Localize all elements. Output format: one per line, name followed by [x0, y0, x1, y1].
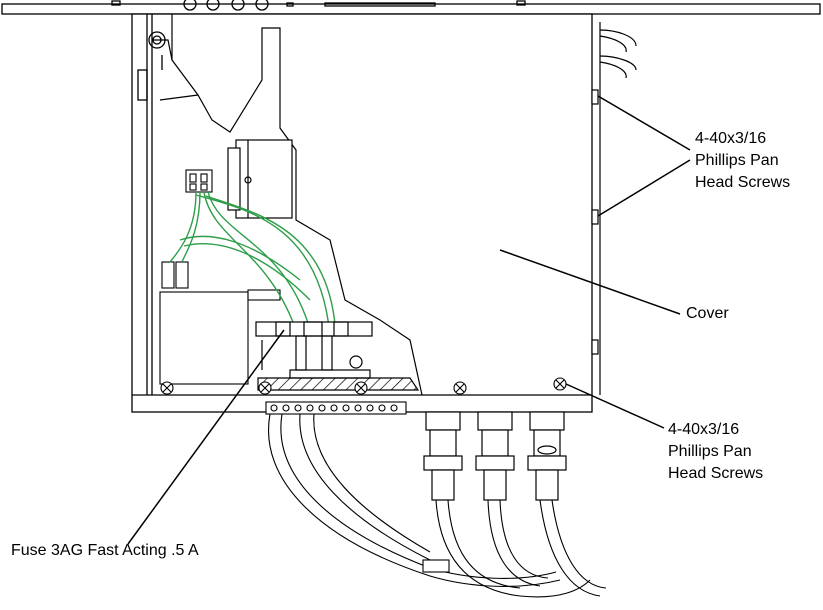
terminal-strip [265, 401, 407, 415]
wiring-harness [169, 191, 337, 337]
fuse-holder [255, 321, 373, 379]
connector [185, 169, 213, 193]
enclosure-box [131, 13, 593, 413]
small-relays [159, 261, 281, 385]
leader-fuse [127, 329, 285, 545]
label-screws-top: 4-40x3/16 Phillips Pan Head Screws [695, 128, 790, 194]
label-cover: Cover [686, 305, 729, 322]
label-screws-top-line3: Head Screws [695, 174, 791, 191]
label-screws-bottom-line1: 4-40x3/16 [668, 421, 740, 438]
top-plate [1, 0, 821, 15]
leader-cover [499, 249, 681, 315]
leader-screws-bottom [565, 383, 665, 429]
leader-lines [127, 95, 691, 545]
label-screws-top-line2: Phillips Pan [695, 152, 779, 169]
label-screws-bottom: 4-40x3/16 Phillips Pan Head Screws [668, 419, 763, 485]
cover-screws [160, 377, 567, 395]
leader-screws-top-a [597, 95, 691, 151]
hatched-bracket [257, 377, 420, 391]
label-screws-top-line1: 4-40x3/16 [695, 130, 767, 147]
cable-bundle [268, 413, 607, 598]
side-details [591, 22, 637, 395]
label-fuse: Fuse 3AG Fast Acting .5 A [11, 542, 199, 559]
leader-screws-top-b [597, 159, 691, 217]
bnc-connectors [423, 411, 567, 501]
label-screws-bottom-line3: Head Screws [668, 465, 764, 482]
cover-panel [152, 14, 423, 396]
label-screws-bottom-line2: Phillips Pan [668, 443, 752, 460]
